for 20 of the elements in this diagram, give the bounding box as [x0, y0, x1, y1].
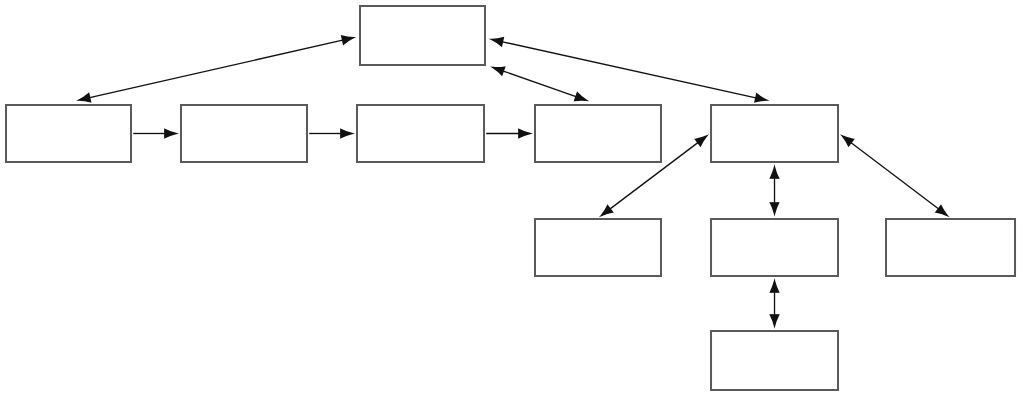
- empty-box: [5, 104, 132, 163]
- arrow: [308, 128, 353, 139]
- empty-box: [534, 104, 662, 163]
- double-arrow: [78, 35, 355, 103]
- arrow: [485, 128, 531, 139]
- double-arrow: [600, 135, 708, 217]
- empty-box: [710, 218, 839, 277]
- empty-box: [710, 104, 839, 163]
- empty-box: [180, 104, 308, 163]
- double-arrow: [841, 135, 948, 217]
- arrow: [132, 128, 177, 139]
- empty-box: [885, 218, 1016, 277]
- double-arrow: [769, 166, 780, 215]
- empty-box: [534, 218, 662, 277]
- empty-box: [710, 330, 839, 391]
- double-arrow: [490, 37, 768, 103]
- double-arrow: [492, 66, 588, 102]
- empty-box: [359, 5, 486, 66]
- empty-box: [356, 104, 485, 163]
- double-arrow: [769, 280, 780, 327]
